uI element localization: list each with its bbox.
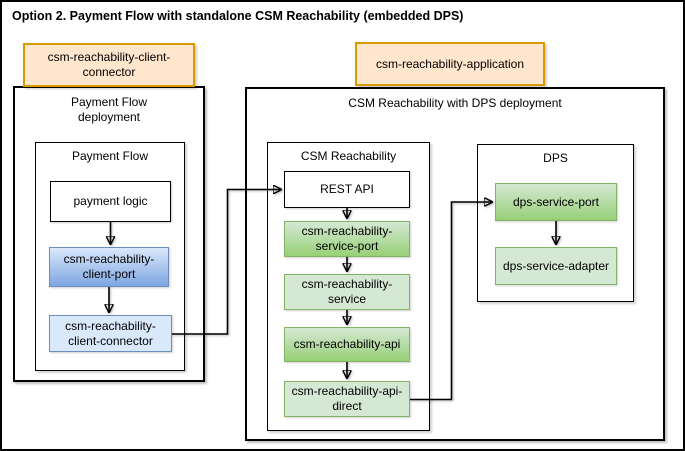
dps-title: DPS (543, 151, 568, 165)
node-csm-reachability-service-port: csm-reachability-service-port (284, 221, 410, 257)
node-csm-reachability-client-port: csm-reachability-client-port (49, 247, 169, 287)
node-dps-service-port: dps-service-port (495, 183, 617, 221)
csm-reachability-title: CSM Reachability (300, 149, 397, 163)
tag-csm-reachability-client-connector: csm-reachability-client-connector (23, 43, 195, 87)
csm-deployment-title: CSM Reachability with DPS deployment (348, 96, 562, 110)
node-rest-api: REST API (284, 171, 410, 208)
node-csm-reachability-client-connector: csm-reachability-client-connector (49, 315, 172, 352)
payment-flow-title: Payment Flow (71, 149, 149, 163)
node-csm-reachability-api: csm-reachability-api (284, 327, 410, 362)
diagram-title: Option 2. Payment Flow with standalone C… (12, 9, 464, 23)
node-payment-logic: payment logic (50, 181, 171, 222)
node-csm-reachability-service: csm-reachability-service (284, 274, 410, 310)
tag-csm-reachability-application: csm-reachability-application (355, 42, 545, 86)
node-dps-service-adapter: dps-service-adapter (495, 247, 617, 285)
node-csm-reachability-api-direct: csm-reachability-api-direct (284, 381, 410, 417)
payment-flow-deployment-title: Payment Flow deployment (70, 95, 148, 124)
